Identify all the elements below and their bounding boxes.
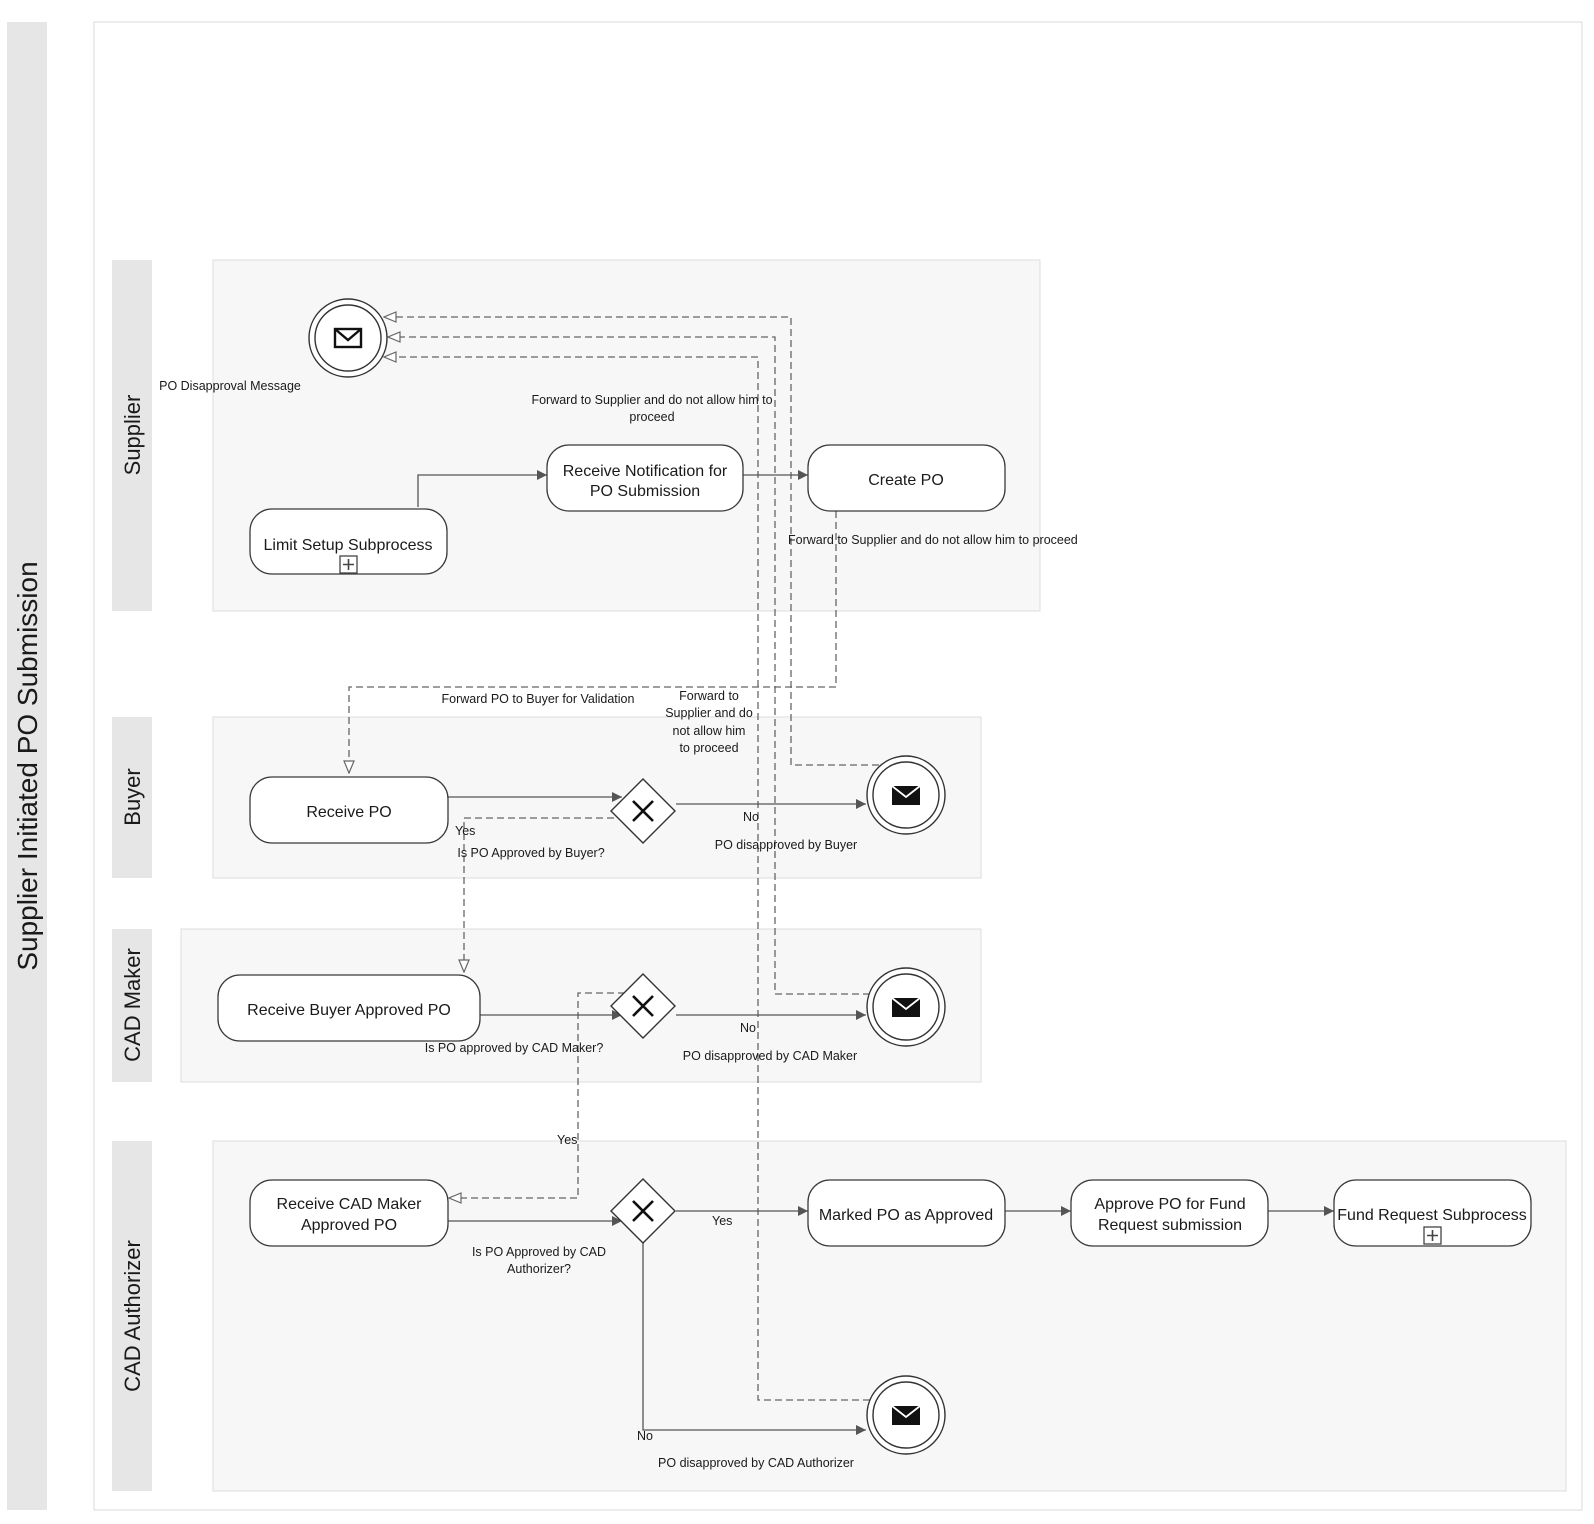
subprocess-expand-icon bbox=[1423, 1226, 1442, 1245]
flow-label-yes-cad-maker: Yes bbox=[557, 1133, 577, 1147]
lane-header-supplier bbox=[112, 260, 152, 611]
envelope-filled-icon bbox=[891, 997, 921, 1017]
task-label-line1: Receive CAD Maker bbox=[277, 1196, 423, 1213]
task-create-po[interactable]: Create PO bbox=[807, 444, 1006, 512]
x-icon bbox=[632, 1200, 654, 1222]
lane-title-cad-authorizer: CAD Authorizer bbox=[120, 1240, 145, 1392]
task-receive-notification[interactable]: Receive Notification for PO Submission bbox=[546, 444, 744, 512]
task-label-line2: Approved PO bbox=[301, 1217, 397, 1234]
task-marked-po-approved[interactable]: Marked PO as Approved bbox=[807, 1179, 1006, 1247]
flow-label-forward-buyer: Forward PO to Buyer for Validation bbox=[442, 692, 635, 706]
flow-label-forward-mid: Forward to Supplier and do not allow him… bbox=[788, 533, 1078, 547]
gateway-label-cad-auth-line2: Authorizer? bbox=[507, 1262, 571, 1276]
task-label-line2: PO Submission bbox=[590, 483, 700, 500]
end-event-buyer[interactable] bbox=[866, 755, 946, 835]
task-receive-po[interactable]: Receive PO bbox=[249, 776, 449, 844]
flow-label-yes-buyer: Yes bbox=[455, 824, 475, 838]
lane-header-cad-maker bbox=[112, 929, 152, 1082]
task-label: Marked PO as Approved bbox=[819, 1207, 993, 1224]
seq-flow-cad-auth-gateway-no bbox=[642, 1239, 866, 1435]
event-label-disapproved-cad-maker: PO disapproved by CAD Maker bbox=[683, 1049, 857, 1063]
gateway-cad-authorizer[interactable] bbox=[610, 1178, 676, 1244]
task-label: Limit Setup Subprocess bbox=[264, 537, 433, 554]
x-icon bbox=[632, 995, 654, 1017]
lane-title-cad-maker: CAD Maker bbox=[120, 948, 145, 1062]
task-limit-setup-subprocess[interactable]: Limit Setup Subprocess bbox=[249, 508, 448, 575]
msg-flow-cad-maker-yes-to-cad-auth bbox=[449, 992, 625, 1198]
msg-flow-cad-maker-end-to-supplier bbox=[388, 337, 870, 995]
gateway-label-cad-auth-line1: Is PO Approved by CAD bbox=[472, 1245, 606, 1259]
task-label: Create PO bbox=[868, 472, 944, 489]
task-label: Receive PO bbox=[306, 804, 391, 821]
lane-title-supplier: Supplier bbox=[120, 395, 145, 476]
msg-flow-buyer-yes-to-cad-maker bbox=[464, 817, 625, 972]
flow-label-no-buyer: No bbox=[743, 810, 759, 824]
end-event-cad-authorizer[interactable] bbox=[866, 1375, 946, 1455]
msg-flow-cad-auth-end-to-supplier bbox=[384, 357, 870, 1401]
flow-label-forward-small-line3: not allow him bbox=[673, 724, 746, 738]
flow-label-forward-small-line4: to proceed bbox=[679, 741, 738, 755]
flow-label-yes-cad-auth: Yes bbox=[712, 1214, 732, 1228]
event-label-disapproved-buyer: PO disapproved by Buyer bbox=[715, 838, 857, 852]
task-receive-cad-maker-approved-po[interactable]: Receive CAD Maker Approved PO bbox=[249, 1179, 449, 1247]
po-disapproval-message-event[interactable] bbox=[308, 298, 388, 378]
msg-flow-buyer-end-to-supplier bbox=[384, 317, 879, 766]
gateway-cad-maker[interactable] bbox=[610, 973, 676, 1039]
event-label-disapproved-cad-authorizer: PO disapproved by CAD Authorizer bbox=[658, 1456, 854, 1470]
flow-label-forward-small-line1: Forward to bbox=[679, 689, 739, 703]
flow-label-no-cad-auth: No bbox=[637, 1429, 653, 1443]
flow-label-forward-top-line1: Forward to Supplier and do not allow him… bbox=[531, 393, 772, 407]
flow-label-forward-top-line2: proceed bbox=[629, 410, 674, 424]
gateway-buyer[interactable] bbox=[610, 778, 676, 844]
task-approve-po-fund[interactable]: Approve PO for Fund Request submission bbox=[1070, 1179, 1269, 1247]
x-icon bbox=[632, 800, 654, 822]
envelope-outline-icon bbox=[333, 327, 363, 349]
pool-header bbox=[7, 22, 47, 1510]
envelope-filled-icon bbox=[891, 1405, 921, 1425]
envelope-filled-icon bbox=[891, 785, 921, 805]
gateway-label-cad-maker: Is PO approved by CAD Maker? bbox=[425, 1041, 604, 1055]
po-disapproval-message-label: PO Disapproval Message bbox=[159, 379, 301, 393]
task-label-line2: Request submission bbox=[1098, 1217, 1242, 1234]
gateway-label-buyer: Is PO Approved by Buyer? bbox=[457, 846, 604, 860]
subprocess-expand-icon bbox=[339, 555, 358, 574]
flow-label-no-cad-maker: No bbox=[740, 1021, 756, 1035]
pool-title: Supplier Initiated PO Submission bbox=[12, 561, 43, 970]
task-label-line1: Receive Notification for bbox=[563, 463, 728, 480]
end-event-cad-maker[interactable] bbox=[866, 967, 946, 1047]
task-label-line1: Approve PO for Fund bbox=[1094, 1196, 1245, 1213]
task-label: Fund Request Subprocess bbox=[1337, 1207, 1526, 1224]
flow-label-forward-small-line2: Supplier and do bbox=[665, 706, 753, 720]
task-fund-request-subprocess[interactable]: Fund Request Subprocess bbox=[1333, 1179, 1532, 1247]
lane-header-buyer bbox=[112, 717, 152, 878]
msg-flow-create-to-receive-po bbox=[349, 511, 837, 773]
task-receive-buyer-approved-po[interactable]: Receive Buyer Approved PO bbox=[217, 974, 481, 1042]
lane-title-buyer: Buyer bbox=[120, 768, 145, 825]
lane-header-cad-authorizer bbox=[112, 1141, 152, 1491]
task-label: Receive Buyer Approved PO bbox=[247, 1002, 451, 1019]
seq-flow-limit-to-notification bbox=[417, 470, 547, 507]
